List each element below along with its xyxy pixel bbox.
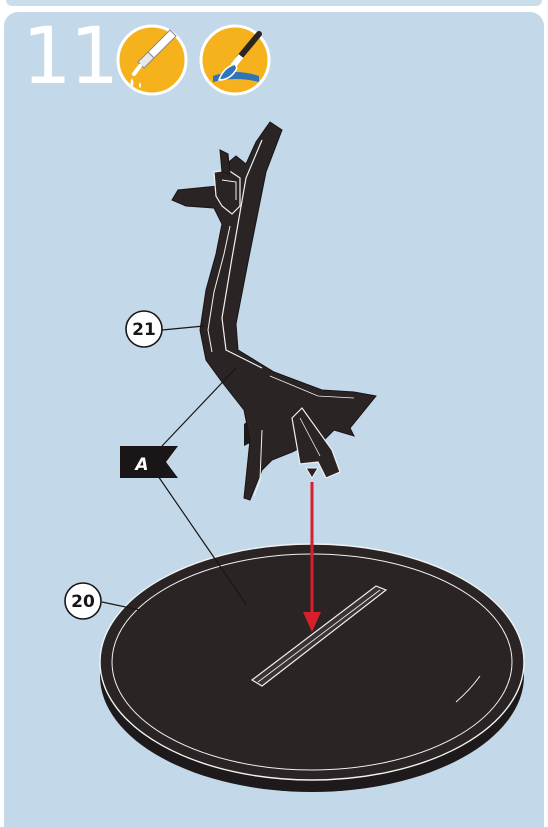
top-strip	[6, 0, 542, 6]
paintbrush-icon	[199, 24, 271, 96]
insert-arrow	[303, 482, 321, 632]
paint-flag-a-label: A	[133, 455, 148, 475]
paint-flag-a: A	[120, 446, 178, 478]
base-slot	[250, 585, 388, 687]
step-number: 11	[22, 12, 119, 102]
display-base-part-20	[99, 543, 525, 792]
stand-part-21	[171, 121, 377, 501]
callout-part-21-label: 21	[132, 320, 156, 340]
glue-tube-icon	[116, 24, 188, 96]
callout-part-20-label: 20	[71, 592, 95, 612]
leader-lines	[101, 325, 247, 611]
callout-part-20: 20	[64, 582, 102, 620]
callout-part-21: 21	[125, 310, 163, 348]
